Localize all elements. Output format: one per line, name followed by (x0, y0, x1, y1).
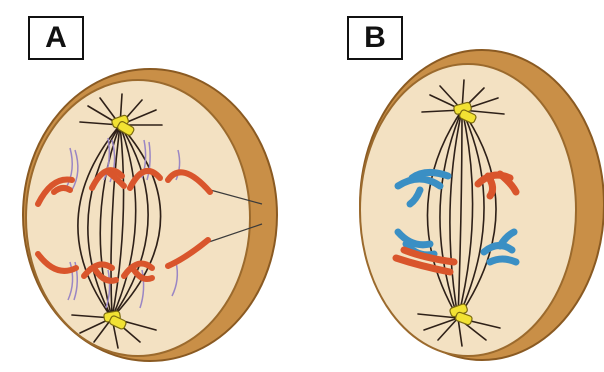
cell-b-diagram (0, 0, 604, 372)
